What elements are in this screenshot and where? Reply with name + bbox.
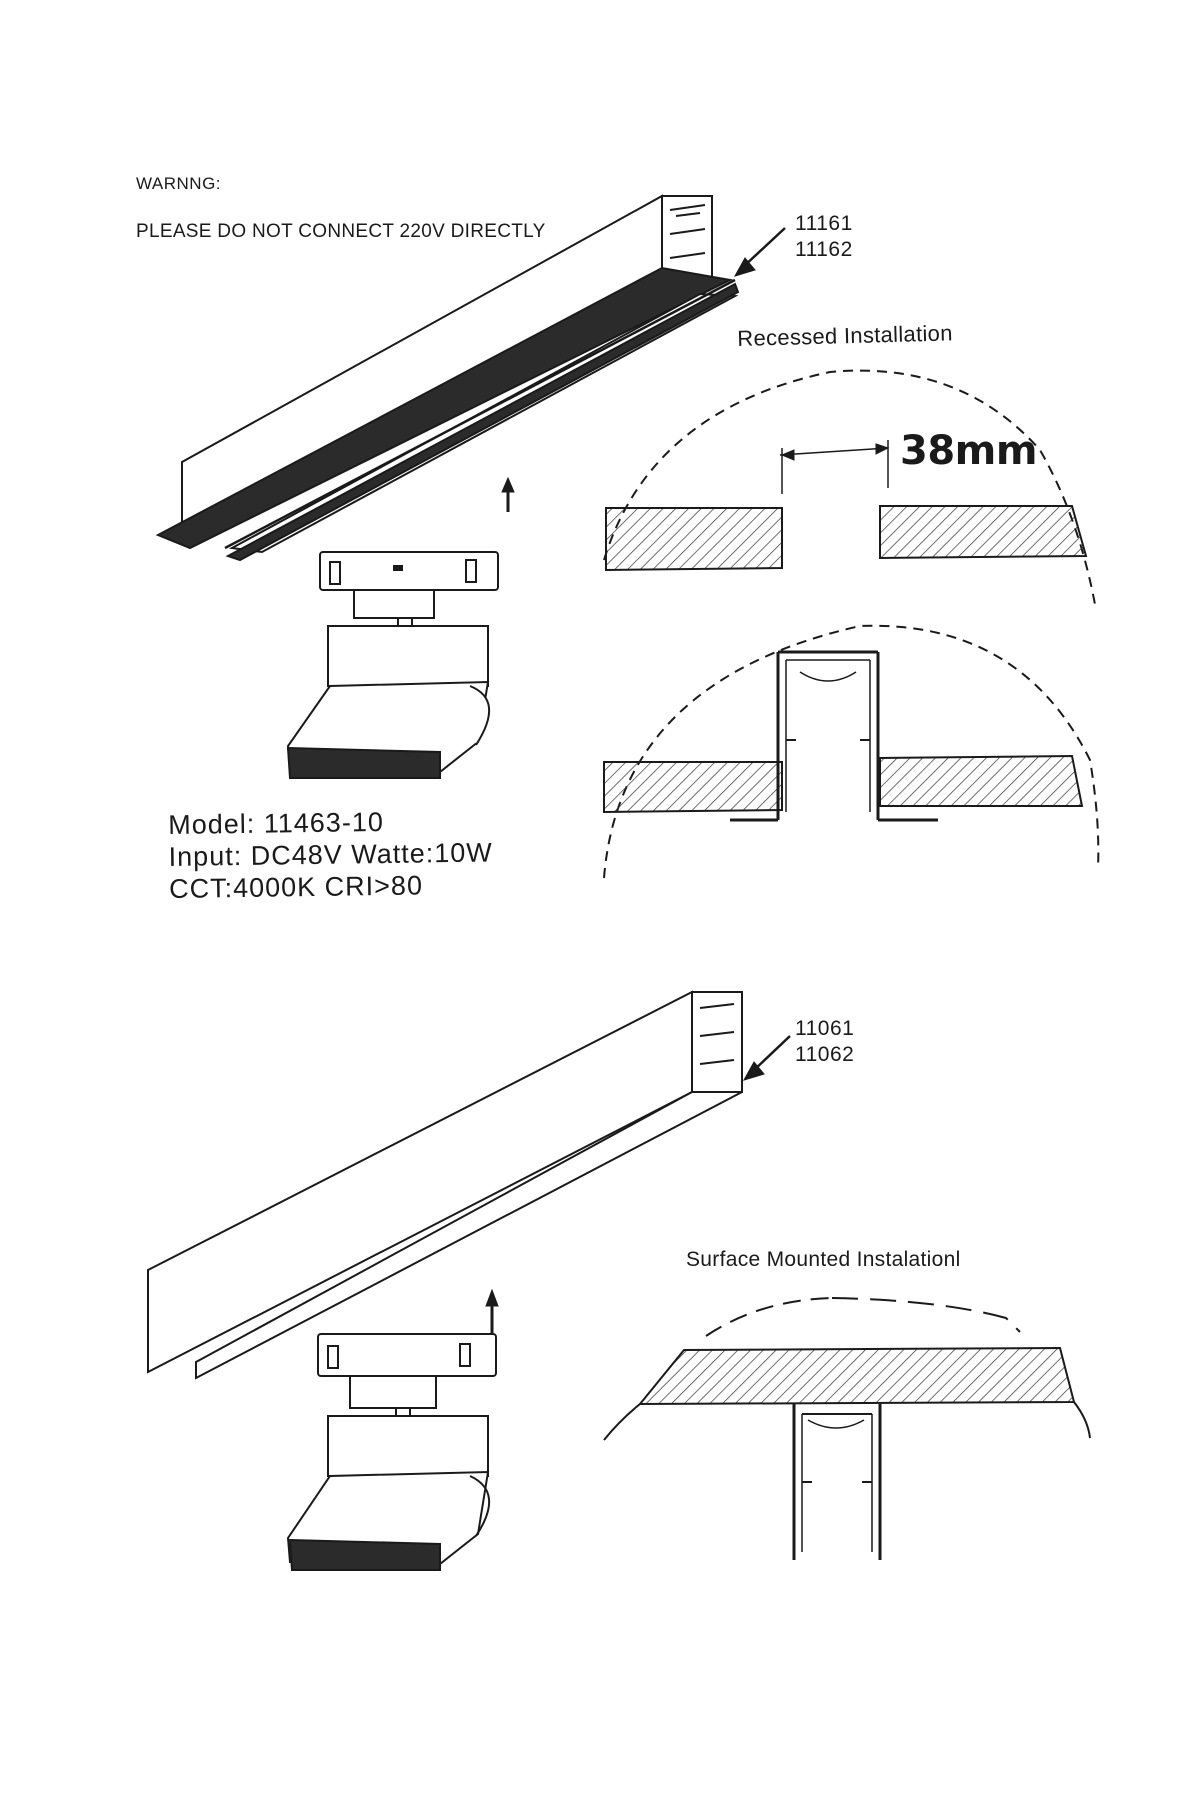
recessed-track-profile — [155, 194, 740, 562]
surface-mounted-title: Surface Mounted Instalationl — [686, 1248, 961, 1271]
spotlight-bottom — [286, 1333, 497, 1571]
surface-pointer-arrow — [742, 1035, 791, 1081]
recessed-code-1: 11161 — [795, 212, 853, 235]
warning-title: WARNNG: — [136, 174, 222, 193]
insert-up-arrow-top — [501, 476, 515, 512]
surface-profile-codes: 11061 11062 — [795, 1016, 854, 1068]
recessed-profile-codes: 11161 11162 — [795, 211, 853, 263]
spotlight-specifications: Model: 11463-10 Input: DC48V Watte:10W C… — [168, 804, 493, 905]
recessed-pointer-arrow — [733, 227, 786, 277]
surface-mounted-detail — [603, 1297, 1091, 1560]
spec-input: Input: DC48V Watte:10W — [168, 837, 493, 872]
recessed-installed-detail — [603, 624, 1100, 879]
recessed-ceiling-cutout-detail — [603, 369, 1097, 611]
spotlight-top — [286, 551, 499, 779]
spec-cct: CCT:4000K CRI>80 — [168, 870, 424, 904]
warning-text: PLEASE DO NOT CONNECT 220V DIRECTLY — [136, 221, 546, 242]
surface-code-1: 11061 — [795, 1017, 855, 1040]
surface-track-profile — [147, 990, 743, 1380]
surface-code-2: 11062 — [795, 1043, 855, 1066]
recessed-code-2: 11162 — [795, 238, 853, 261]
cutout-dimension-label: 38mm — [900, 428, 1038, 474]
insert-up-arrow-bottom — [485, 1288, 499, 1336]
spec-model: Model: 11463-10 — [168, 806, 385, 840]
